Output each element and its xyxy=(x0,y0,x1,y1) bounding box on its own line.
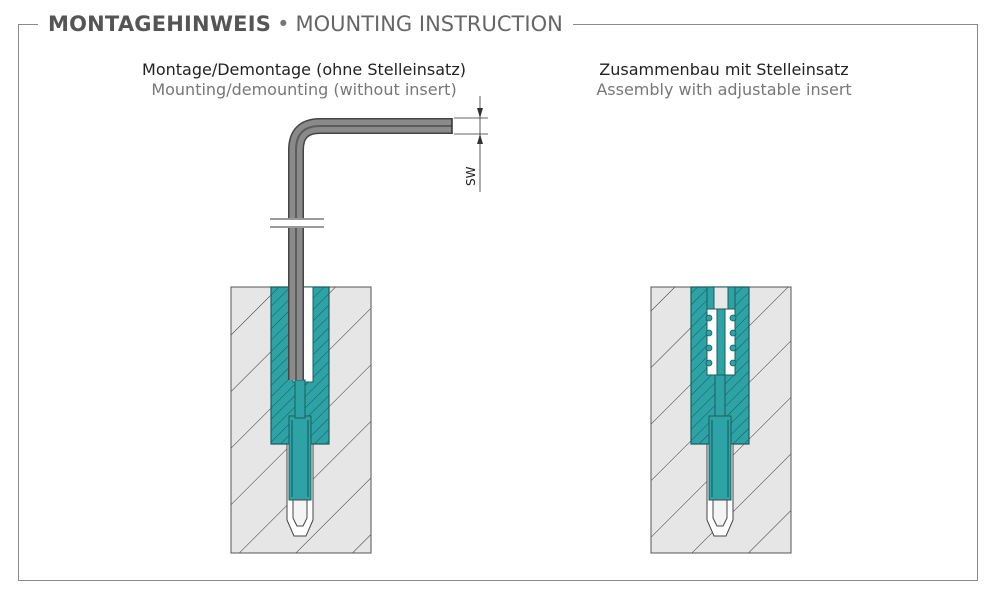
right-caption-german: Zusammenbau mit Stelleinsatz xyxy=(599,60,849,79)
left-pin-tip xyxy=(292,499,308,527)
right-pin-neck xyxy=(714,374,726,419)
spring xyxy=(705,314,737,367)
left-caption-english: Mounting/demounting (without insert) xyxy=(151,80,457,99)
title-english: MOUNTING INSTRUCTION xyxy=(295,12,563,36)
left-caption: Montage/Demontage (ohne Stelleinsatz) Mo… xyxy=(104,60,504,100)
title-german: MONTAGEHINWEIS xyxy=(48,12,272,36)
sw-label: SW xyxy=(464,166,478,186)
left-caption-german: Montage/Demontage (ohne Stelleinsatz) xyxy=(142,60,466,79)
right-assembly xyxy=(650,286,792,554)
left-pin-neck xyxy=(294,379,306,419)
title-separator: • xyxy=(277,12,290,36)
left-assembly: SW xyxy=(230,96,488,554)
sw-dimension: SW xyxy=(454,96,488,192)
right-caption-english: Assembly with adjustable insert xyxy=(596,80,852,99)
page-title: MONTAGEHINWEIS•MOUNTING INSTRUCTION xyxy=(38,10,573,38)
right-caption: Zusammenbau mit Stelleinsatz Assembly wi… xyxy=(524,60,924,100)
right-pin-tip xyxy=(712,499,728,527)
hex-key-break-lines xyxy=(270,218,324,228)
